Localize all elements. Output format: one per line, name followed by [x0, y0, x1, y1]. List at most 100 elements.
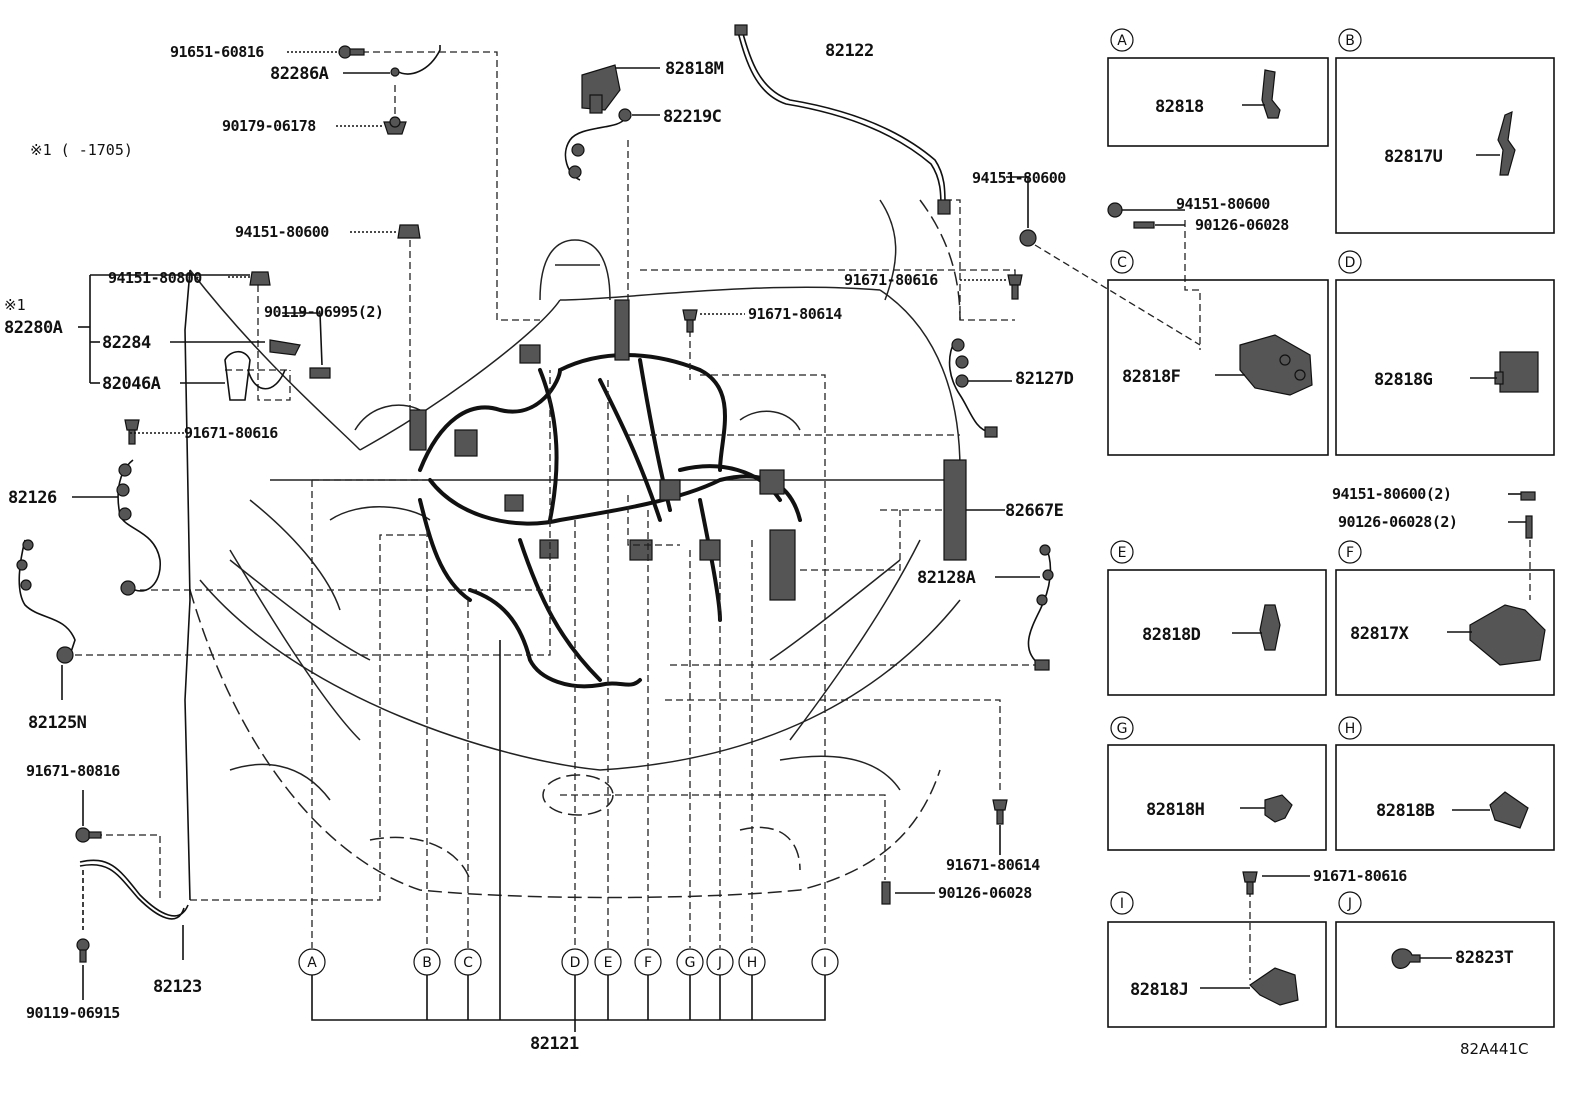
label-82127D: 82127D — [1015, 369, 1074, 389]
detail-I-part-number: 82818J — [1130, 980, 1188, 1000]
detail-box-J — [1335, 921, 1555, 1028]
ref-circle-F: F — [644, 955, 652, 971]
label-90119-06995: 90119-06995(2) — [264, 303, 383, 321]
detail-letter-G: G — [1117, 721, 1128, 737]
ref-circle-B: B — [422, 955, 432, 971]
detail-A-part-number: 82818 — [1155, 97, 1204, 117]
bolt-91651-60816 — [338, 45, 365, 59]
bolt-91671-80614-top — [682, 309, 698, 333]
ref-circle-H: H — [747, 955, 758, 971]
engine-room-main-wire-harness — [409, 299, 802, 689]
bolt-90119-06915 — [76, 870, 90, 1000]
label-91671-80816: 91671-80816 — [26, 762, 120, 780]
ref-circle-G: G — [685, 955, 696, 971]
detail-F-stud-number: 90126-06028(2) — [1338, 513, 1457, 531]
detail-letter-E: E — [1118, 545, 1127, 561]
detail-box-A — [1107, 57, 1329, 147]
label-82121: 82121 — [530, 1034, 579, 1054]
component-82818M — [581, 64, 660, 114]
ref-circle-E: E — [604, 955, 613, 971]
detail-letter-C: C — [1117, 255, 1127, 271]
nut-94151-80800 — [249, 271, 271, 286]
detail-J-part-number: 82823T — [1455, 948, 1514, 968]
label-82122: 82122 — [825, 41, 874, 61]
label-91671-80614-bottom: 91671-80614 — [946, 856, 1040, 874]
label-82286A: 82286A — [270, 64, 329, 84]
label-91671-80616-left: 91671-80616 — [184, 424, 278, 442]
part-82121-bracket — [311, 640, 826, 1032]
component-82667E — [943, 459, 1005, 561]
label-91671-80616-center: 91671-80616 — [844, 271, 938, 289]
stud-90126-06028 — [881, 881, 935, 905]
label-82284: 82284 — [102, 333, 151, 353]
detail-box-C — [1107, 202, 1329, 456]
detail-box-D — [1335, 279, 1555, 456]
detail-C-screw-number: 90126-06028 — [1195, 216, 1289, 234]
component-82123 — [79, 859, 189, 960]
label-82128A: 82128A — [917, 568, 976, 588]
clip-90179-06178 — [383, 116, 407, 135]
diagram-code: 82A441C — [1460, 1040, 1528, 1058]
detail-letter-A: A — [1117, 33, 1127, 49]
label-82667E: 82667E — [1005, 501, 1064, 521]
nut-94151-80600-right — [1019, 190, 1037, 247]
component-82127D — [948, 338, 1012, 438]
ref-circle-D: D — [570, 955, 581, 971]
detail-B-part-number: 82817U — [1384, 147, 1443, 167]
label-82046A: 82046A — [102, 374, 161, 394]
component-82126 — [116, 459, 161, 596]
vehicle-body-outline — [189, 199, 961, 899]
component-82219C — [564, 108, 660, 181]
label-91671-80614-top: 91671-80614 — [748, 305, 842, 323]
label-82219C: 82219C — [663, 107, 721, 127]
detail-letter-J: J — [1347, 896, 1352, 912]
detail-box-I — [1107, 871, 1327, 1028]
label-90126-06028: 90126-06028 — [938, 884, 1032, 902]
detail-letter-D: D — [1345, 255, 1356, 271]
detail-box-B — [1335, 57, 1555, 234]
nut-94151-80600-left — [397, 224, 421, 239]
detail-F-part-number: 82817X — [1350, 624, 1410, 644]
component-82286A — [390, 45, 441, 77]
bolt-91671-80616-left — [124, 419, 140, 445]
label-star1: ※1 — [4, 296, 26, 314]
label-90119-06915: 90119-06915 — [26, 1004, 120, 1022]
detail-letter-B: B — [1345, 33, 1355, 49]
detail-D-part-number: 82818G — [1374, 370, 1433, 390]
detail-letter-I: I — [1120, 896, 1124, 912]
detail-box-F — [1335, 491, 1555, 696]
detail-letter-H: H — [1345, 721, 1356, 737]
note-applicability: ※1 ( -1705) — [30, 141, 133, 159]
detail-letter-circles — [1110, 28, 1362, 915]
label-90179-06178: 90179-06178 — [222, 117, 316, 135]
label-82125N: 82125N — [28, 713, 87, 733]
reference-circles — [298, 948, 839, 976]
label-82126: 82126 — [8, 488, 57, 508]
detail-box-E — [1107, 569, 1327, 696]
detail-letter-F: F — [1346, 545, 1354, 561]
bolt-91671-80616-center — [1007, 274, 1023, 300]
ref-circle-A: A — [307, 955, 317, 971]
bolt-91671-80614-bottom — [992, 799, 1008, 855]
ref-circle-C: C — [463, 955, 473, 971]
leader-lines — [75, 51, 1531, 980]
detail-C-bolt-number: 94151-80600 — [1176, 195, 1270, 213]
detail-C-part-number: 82818F — [1122, 367, 1181, 387]
detail-H-part-number: 82818B — [1376, 801, 1435, 821]
detail-box-H — [1335, 744, 1555, 851]
label-82818M: 82818M — [665, 59, 724, 79]
detail-E-part-number: 82818D — [1142, 625, 1201, 645]
label-82123: 82123 — [153, 977, 202, 997]
label-94151-80600-left: 94151-80600 — [235, 223, 329, 241]
component-82280A-group — [78, 269, 331, 901]
component-82125N — [16, 539, 76, 700]
component-82122 — [734, 24, 951, 215]
detail-I-bolt-number: 91671-80616 — [1313, 867, 1407, 885]
callout-leader-ticks — [72, 51, 1029, 498]
detail-F-nut-number: 94151-80600(2) — [1332, 485, 1451, 503]
detail-box-G — [1107, 744, 1327, 851]
component-82128A — [995, 544, 1054, 671]
ref-circle-I: I — [823, 955, 827, 971]
label-94151-80800: 94151-80800 — [108, 269, 202, 287]
